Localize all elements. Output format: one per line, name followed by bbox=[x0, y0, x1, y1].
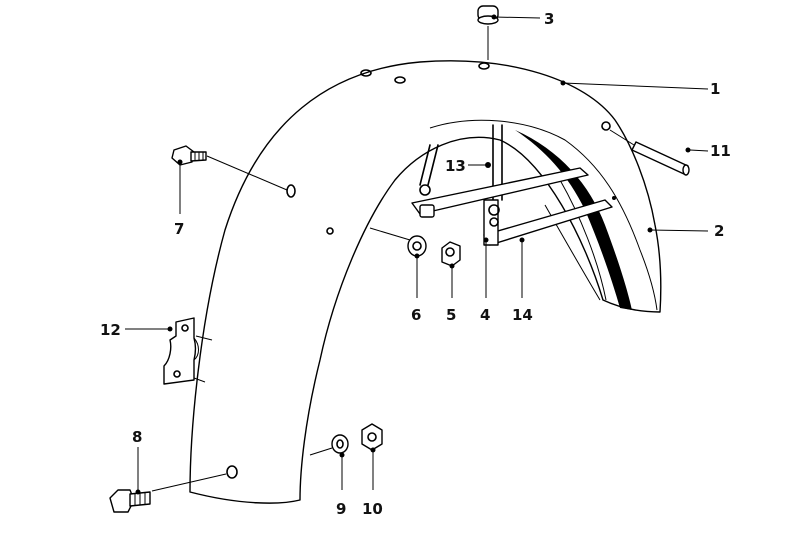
washer-lower bbox=[331, 434, 349, 454]
callout-7: 7 bbox=[174, 220, 184, 238]
callout-3: 3 bbox=[544, 10, 554, 28]
callout-8: 8 bbox=[132, 428, 142, 446]
bolt-lower bbox=[109, 489, 151, 513]
pin bbox=[601, 121, 690, 176]
bolt-upper bbox=[171, 145, 207, 166]
callout-14: 14 bbox=[512, 306, 533, 324]
leader-lines bbox=[125, 14, 709, 495]
callout-11: 11 bbox=[710, 142, 731, 160]
lock-washer bbox=[407, 235, 427, 257]
callout-labels: 1 2 3 4 5 6 7 8 9 10 11 12 13 14 bbox=[100, 10, 731, 518]
callout-2: 2 bbox=[714, 222, 724, 240]
callout-10: 10 bbox=[362, 500, 383, 518]
callout-12: 12 bbox=[100, 321, 121, 339]
nut-lower bbox=[361, 423, 383, 451]
callout-1: 1 bbox=[710, 80, 720, 98]
clamp-bracket bbox=[163, 317, 199, 385]
fender-stay bbox=[411, 124, 613, 246]
callout-4: 4 bbox=[480, 306, 490, 324]
callout-5: 5 bbox=[446, 306, 456, 324]
callout-6: 6 bbox=[411, 306, 421, 324]
callout-9: 9 bbox=[336, 500, 346, 518]
hex-nut bbox=[441, 241, 461, 267]
rear-fender bbox=[189, 60, 662, 504]
callout-13: 13 bbox=[445, 157, 466, 175]
